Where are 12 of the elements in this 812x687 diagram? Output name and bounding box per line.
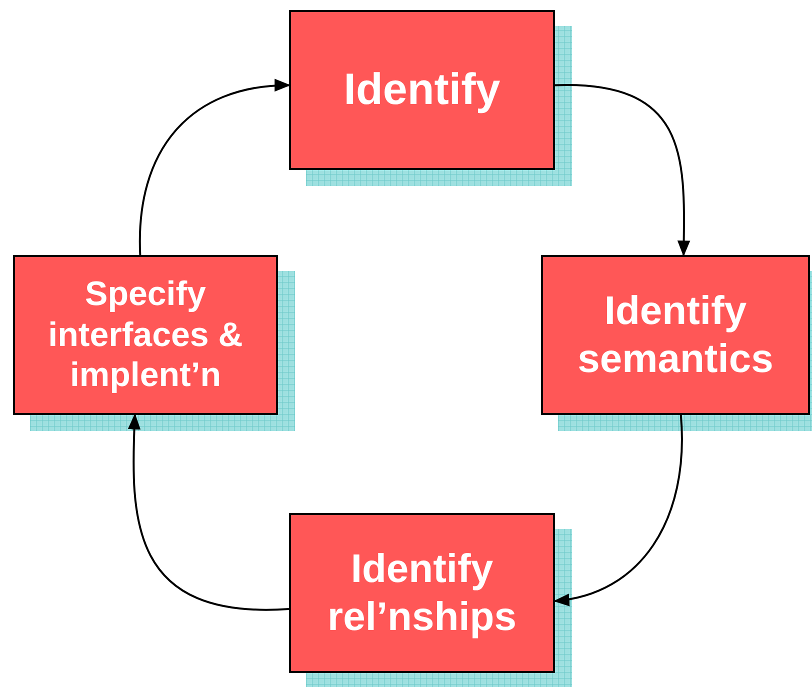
process-box (13, 255, 278, 415)
process-box (541, 255, 810, 415)
step-label: Identify semantics (576, 288, 774, 383)
arrow (139, 80, 291, 255)
arrow (128, 413, 290, 610)
arrow (553, 414, 683, 606)
step-label: Identify (344, 64, 500, 116)
arrow (554, 84, 690, 257)
process-box (289, 513, 555, 673)
process-box (289, 10, 555, 170)
step-label: Specify interfaces & implent’n (47, 274, 244, 396)
step-label: Identify rel’nships (326, 546, 518, 641)
